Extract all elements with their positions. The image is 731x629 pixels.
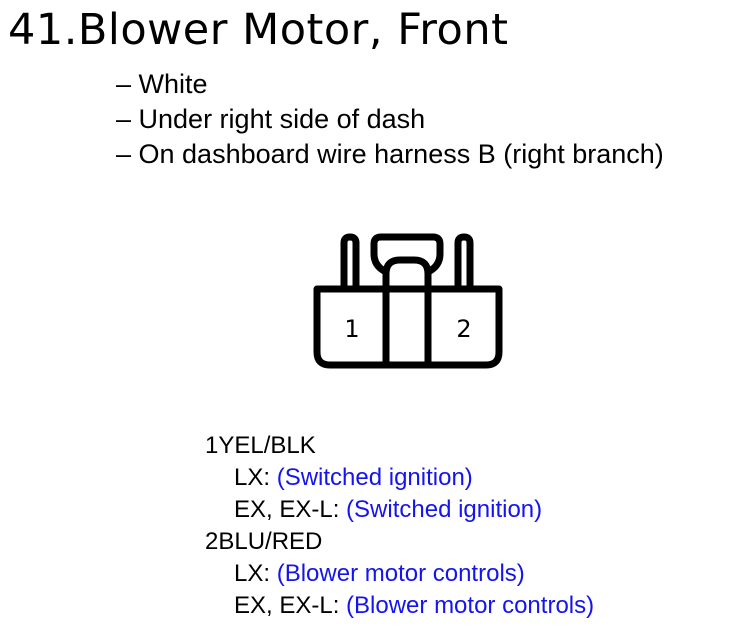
- locking-tab: [370, 233, 444, 276]
- pin-2-header: 2BLU/RED: [205, 526, 594, 558]
- circuit-function: (Switched ignition): [346, 496, 543, 523]
- circuit-model: LX:: [234, 464, 271, 491]
- pin-2-number: 2: [205, 528, 219, 555]
- circuit-model: EX, EX-L:: [234, 496, 340, 523]
- locking-tab-inner: [382, 256, 432, 291]
- connector-location-detail: – Under right side of dash: [116, 104, 426, 134]
- connector-diagram: 1 2: [313, 233, 503, 369]
- circuit-function: (Switched ignition): [276, 464, 473, 491]
- pin-1-number: 1: [205, 432, 219, 459]
- pin-1-wire: YEL/BLK: [218, 432, 316, 459]
- terminal-2-label: 2: [456, 315, 471, 343]
- pin-2-circuit-ex: EX, EX-L: (Blower motor controls): [205, 590, 594, 622]
- pin-1-entry: 1YEL/BLK LX: (Switched ignition) EX, EX-…: [205, 430, 594, 526]
- connector-details: – White – Under right side of dash – On …: [116, 67, 664, 172]
- right-terminal-post: [454, 233, 474, 291]
- circuit-model: LX:: [234, 560, 271, 587]
- pin-1-circuit-lx: LX: (Switched ignition): [205, 462, 594, 494]
- pin-1-header: 1YEL/BLK: [205, 430, 594, 462]
- connector-housing: [313, 285, 503, 369]
- circuit-model: EX, EX-L:: [234, 592, 340, 619]
- pin-table: 1YEL/BLK LX: (Switched ignition) EX, EX-…: [205, 430, 594, 622]
- left-terminal-post: [340, 233, 360, 291]
- pin-2-wire: BLU/RED: [218, 528, 323, 555]
- pin-1-circuit-ex: EX, EX-L: (Switched ignition): [205, 494, 594, 526]
- circuit-function: (Blower motor controls): [346, 592, 595, 619]
- terminal-1-label: 1: [344, 315, 359, 343]
- pin-2-entry: 2BLU/RED LX: (Blower motor controls) EX,…: [205, 526, 594, 622]
- page-title: 41.Blower Motor, Front: [8, 5, 509, 55]
- connector-color-detail: – White: [116, 69, 208, 99]
- circuit-function: (Blower motor controls): [276, 560, 525, 587]
- pin-2-circuit-lx: LX: (Blower motor controls): [205, 558, 594, 590]
- connector-harness-detail: – On dashboard wire harness B (right bra…: [116, 139, 664, 169]
